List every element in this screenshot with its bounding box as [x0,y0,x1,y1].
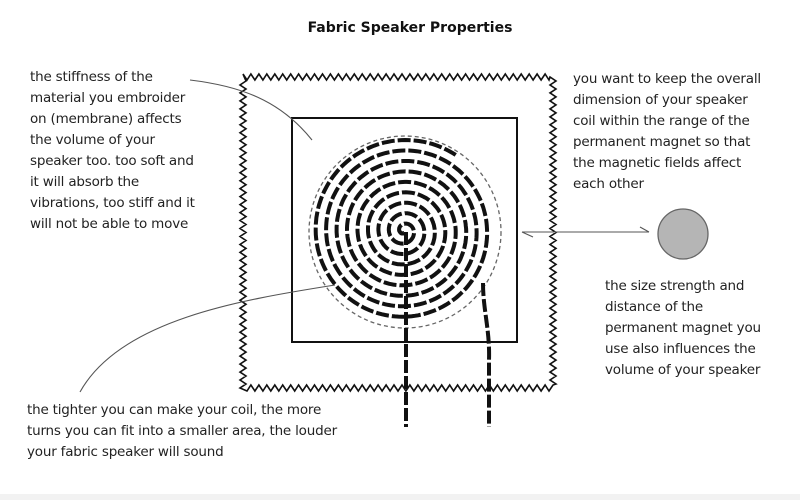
note-line: will not be able to move [30,216,189,232]
note-line: you want to keep the overall [573,71,761,87]
note-line: permanent magnet you [605,320,761,336]
note-line: speaker too. too soft and [30,153,194,169]
note-line: use also influences the [605,341,756,357]
note-line: dimension of your speaker [573,92,748,108]
note-coil: the tighter you can make your coil, the … [27,400,337,463]
permanent-magnet [657,208,709,260]
pointer-magnet-range [521,226,650,238]
pointer-coil [79,284,336,393]
footer-bar [0,494,800,500]
note-line: the size strength and [605,278,745,294]
note-line: vibrations, too stiff and it [30,195,195,211]
note-line: coil within the range of the [573,113,750,129]
note-line: it will absorb the [30,174,140,190]
note-line: the tighter you can make your coil, the … [27,402,322,418]
note-line: material you embroider [30,90,186,106]
note-line: your fabric speaker will sound [27,444,224,460]
note-line: distance of the [605,299,703,315]
pointer-membrane [189,79,313,141]
diagram-title: Fabric Speaker Properties [307,20,513,36]
embroidery-hoop-square [291,117,518,343]
note-line: the stiffness of the [30,69,153,85]
note-line: permanent magnet so that [573,134,751,150]
fabric-zigzag-border [238,72,558,393]
note-magnet: the size strength and distance of the perm… [605,276,761,381]
coil-spiral [313,137,490,319]
note-line: each other [573,176,644,192]
note-line: the volume of your [30,132,155,148]
note-membrane: the stiffness of the material you embroid… [30,67,195,235]
note-line: the magnetic fields affect [573,155,742,171]
note-line: turns you can fit into a smaller area, t… [27,423,337,439]
coil-lead-outer [481,282,492,427]
note-dimension: you want to keep the overall dimension of… [573,69,761,195]
note-line: volume of your speaker [605,362,761,378]
note-line: on (membrane) affects [30,111,182,127]
